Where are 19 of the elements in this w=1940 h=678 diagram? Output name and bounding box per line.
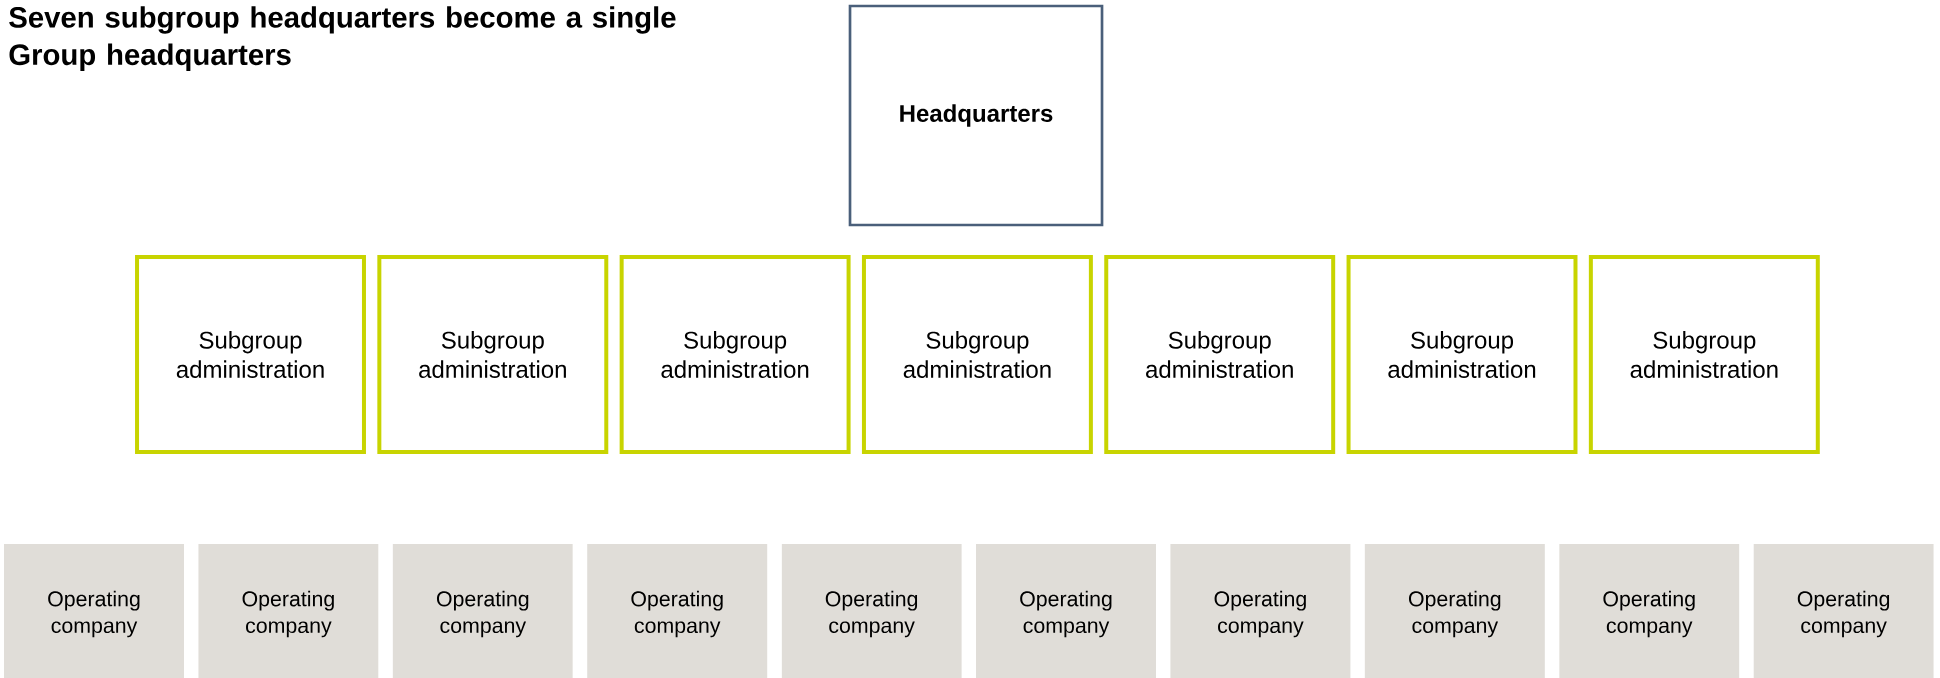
administration-box: Subgroup administration: [619, 255, 851, 454]
company-box: Operating company: [1559, 544, 1740, 678]
administration-box: Subgroup administration: [861, 255, 1093, 454]
company-box: Operating company: [1170, 544, 1351, 678]
headquarters-box: Headquarters: [848, 4, 1104, 227]
company-box: Operating company: [976, 544, 1156, 678]
company-box: Operating company: [1753, 544, 1934, 678]
administration-box: Subgroup administration: [135, 255, 366, 454]
administration-box: Subgroup administration: [1346, 255, 1578, 454]
administration-box: Subgroup administration: [377, 255, 609, 454]
administration-box: Subgroup administration: [1588, 255, 1820, 454]
company-box: Operating company: [587, 544, 768, 678]
administration-box: Subgroup administration: [1104, 255, 1336, 454]
title: Seven subgroup headquarters become a single Group headquarters: [9, 6, 676, 71]
company-box: Operating company: [781, 544, 962, 678]
company-box: Operating company: [198, 544, 379, 678]
company-box: Operating company: [4, 544, 184, 678]
company-box: Operating company: [1364, 544, 1545, 678]
company-box: Operating company: [392, 544, 573, 678]
